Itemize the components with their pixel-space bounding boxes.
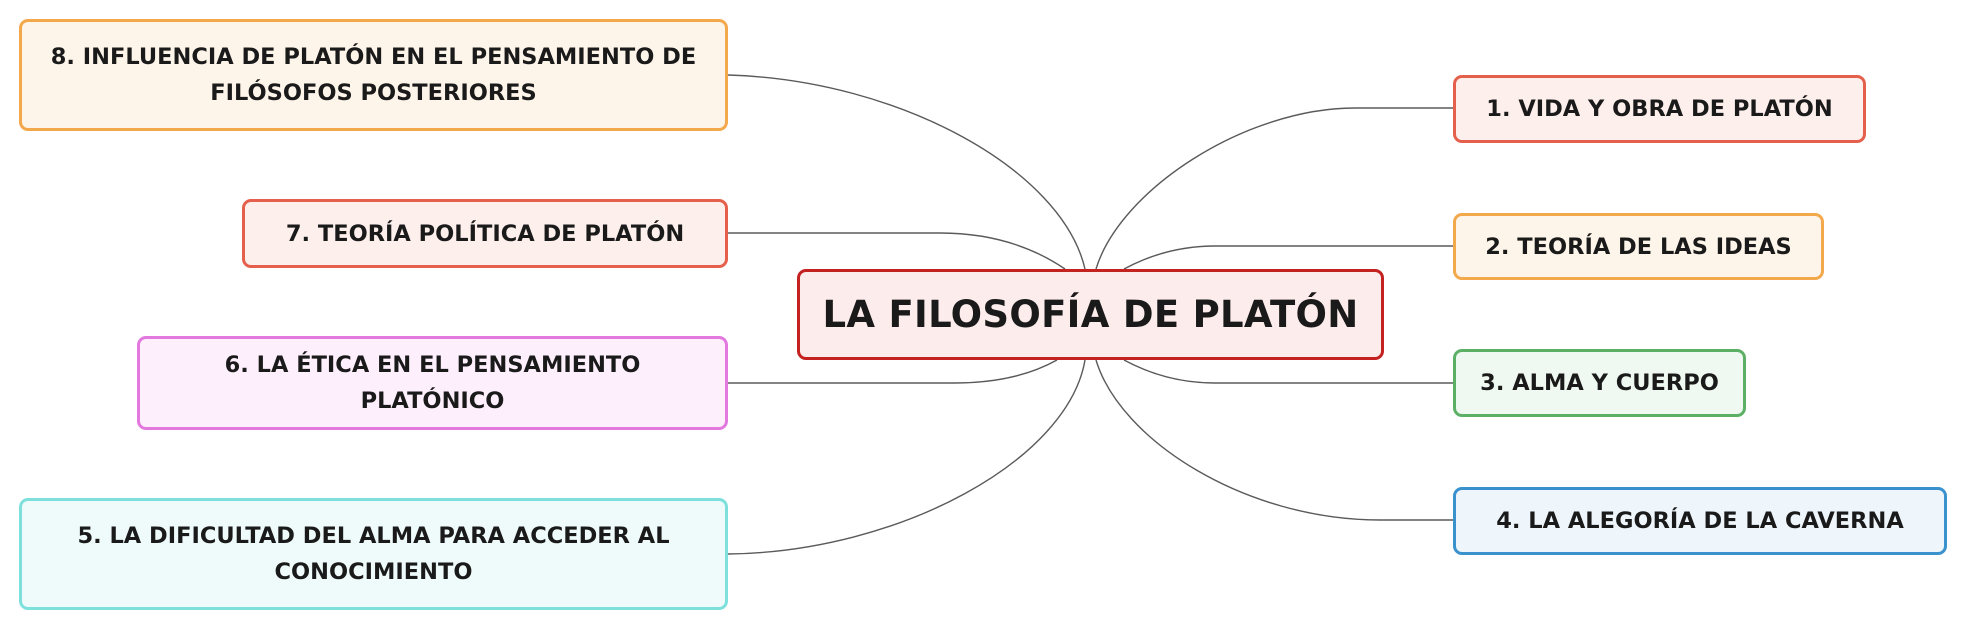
topic-4-alegoria-caverna[interactable]: 4. LA ALEGORÍA DE LA CAVERNA xyxy=(1453,487,1947,555)
topic-6-etica[interactable]: 6. LA ÉTICA EN EL PENSAMIENTO PLATÓNICO xyxy=(137,336,728,430)
connector-topic-6 xyxy=(728,359,1058,384)
connector-topic-2 xyxy=(1123,245,1453,270)
topic-8-influencia[interactable]: 8. INFLUENCIA DE PLATÓN EN EL PENSAMIENT… xyxy=(19,19,728,131)
connector-topic-8 xyxy=(727,74,1086,270)
topic-5-dificultad-alma[interactable]: 5. LA DIFICULTAD DEL ALMA PARA ACCEDER A… xyxy=(19,498,728,610)
topic-6-label: 6. LA ÉTICA EN EL PENSAMIENTO PLATÓNICO xyxy=(224,352,641,414)
connector-topic-5 xyxy=(727,359,1086,555)
topic-7-label: 7. TEORÍA POLÍTICA DE PLATÓN xyxy=(285,220,685,247)
connector-topic-4 xyxy=(1095,359,1453,521)
topic-5-label: 5. LA DIFICULTAD DEL ALMA PARA ACCEDER A… xyxy=(77,523,670,585)
connector-topic-7 xyxy=(728,232,1066,270)
topic-4-label: 4. LA ALEGORÍA DE LA CAVERNA xyxy=(1496,508,1904,534)
central-topic-label: LA FILOSOFÍA DE PLATÓN xyxy=(822,293,1359,336)
topic-2-label: 2. TEORÍA DE LAS IDEAS xyxy=(1485,233,1792,260)
topic-1-vida-y-obra[interactable]: 1. VIDA Y OBRA DE PLATÓN xyxy=(1453,75,1866,143)
topic-3-label: 3. ALMA Y CUERPO xyxy=(1480,370,1719,396)
topic-1-label: 1. VIDA Y OBRA DE PLATÓN xyxy=(1486,96,1833,122)
connector-topic-1 xyxy=(1095,107,1453,270)
connector-topic-3 xyxy=(1123,359,1453,384)
topic-2-teoria-de-las-ideas[interactable]: 2. TEORÍA DE LAS IDEAS xyxy=(1453,213,1824,280)
topic-8-label: 8. INFLUENCIA DE PLATÓN EN EL PENSAMIENT… xyxy=(50,44,697,106)
topic-7-teoria-politica[interactable]: 7. TEORÍA POLÍTICA DE PLATÓN xyxy=(242,199,728,268)
topic-3-alma-y-cuerpo[interactable]: 3. ALMA Y CUERPO xyxy=(1453,349,1746,417)
central-topic[interactable]: LA FILOSOFÍA DE PLATÓN xyxy=(797,269,1384,360)
